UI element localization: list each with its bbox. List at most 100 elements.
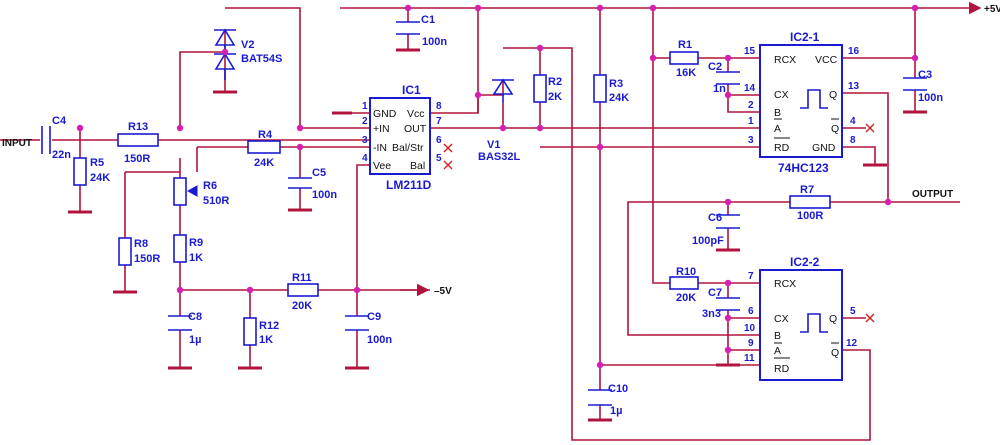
ic1-pin2-num: 2 [362,116,368,127]
ic2-2-labels: IC2-2 7 6 10 9 11 RCX CX B A RD 5 12 Q Q [744,255,858,375]
capacitor-c1 [396,21,420,35]
r11-value: 20K [292,300,312,312]
ic1-pin4-num: 4 [362,153,368,164]
net-vplus-label: +5V [984,4,1000,15]
capacitor-c3 [903,77,927,91]
c7-value: 3n3 [702,308,721,320]
r6-value: 510R [203,195,229,207]
c10-ref: C10 [608,383,628,395]
c5-ref: C5 [312,167,326,179]
r12-ref: R12 [259,320,279,332]
ic2-2-pin7-name: RCX [774,278,796,290]
wires [0,7,960,441]
resistor-r8 [118,237,132,266]
ic1-body [369,97,431,175]
c9-ref: C9 [367,311,381,323]
ic2-1-pin13-name: Q [829,89,837,101]
ic2-2-body [759,269,843,381]
net-output-label: OUTPUT [912,189,953,200]
r10-value: 20K [676,292,696,304]
ic2-1-pin16-name: VCC [815,54,838,66]
no-connect-marks [443,123,875,323]
resistor-r4 [247,140,281,154]
ic2-1-pin15-name: RCX [774,54,796,66]
ic2-2-pin6-name: CX [774,313,789,325]
ic1-pin1-num: 1 [362,101,368,112]
capacitor-c8 [168,315,192,331]
ic2-2-pin10-num: 10 [744,323,756,334]
resistors [73,51,831,346]
ic1-pin6-name: Bal/Str [392,142,424,154]
ground-symbols [68,48,927,422]
ic2-2-pin10-name: B [774,330,781,342]
ic1-pin7-name: OUT [404,123,427,135]
c6-value: 100pF [692,235,724,247]
ic2-1-pin14-num: 14 [744,83,756,94]
capacitor-c6 [716,214,740,229]
r1-ref: R1 [678,39,692,51]
c10-value: 1µ [610,405,622,417]
capacitor-c5 [288,177,312,189]
ic2-1-pin4-name: Q [831,123,839,135]
ic2-1-pin15-num: 15 [744,46,756,57]
capacitor-c9 [345,315,369,331]
pulse-symbol-2 [800,313,828,333]
r2-ref: R2 [548,76,562,88]
ic1-pin6-num: 6 [436,135,442,146]
ic2-2-pin9-name: A [774,345,781,357]
ic2-1-pin13-num: 13 [848,81,860,92]
r12-value: 1K [259,334,273,346]
ic2-2-ref: IC2-2 [790,255,820,269]
r3-ref: R3 [609,78,623,90]
resistor-r9 [173,234,187,263]
c1-value: 100n [422,36,447,48]
net-input-label: INPUT [2,138,32,149]
ic2-1-part: 74HC123 [778,161,829,175]
ic1-pin3-num: 3 [362,135,368,146]
capacitor-c10 [588,389,612,406]
ic2-2-pin5-name: Q [829,313,837,325]
ic1-ref: IC1 [402,83,421,97]
ic2-1-pin14-name: CX [774,89,789,101]
ic2-1-pin8-name: GND [812,142,836,154]
r1-value: 16K [676,67,696,79]
c8-value: 1µ [189,334,201,346]
ic1-pin7-num: 7 [436,116,442,127]
ic2-2-pin5-num: 5 [850,306,856,317]
c3-value: 100n [918,92,943,104]
c8-ref: C8 [188,311,202,323]
r2-value: 2K [548,91,562,103]
c2-ref: C2 [708,61,722,73]
c9-value: 100n [367,334,392,346]
pulse-symbol-1 [800,89,828,109]
r6-wiper-arrow [186,185,198,197]
ic2-1-pin2-num: 2 [748,100,754,111]
r4-value: 24K [254,157,274,169]
component-labels: C4 22n R13 150R R5 24K V2 BAT54S R4 24K … [52,14,943,417]
r11-ref: R11 [292,272,312,284]
r8-ref: R8 [134,238,148,250]
ic2-2-pin7-num: 7 [748,271,754,282]
r9-value: 1K [189,252,203,264]
ic2-1-pin1-num: 1 [748,116,754,127]
ic2-2-pin12-num: 12 [846,338,858,349]
c3-ref: C3 [918,69,932,81]
ic1-pin3-name: -IN [373,142,387,154]
r8-value: 150R [134,253,160,265]
resistor-r6 [173,177,187,206]
resistor-r5 [73,157,87,186]
ic2-1-labels: IC2-1 74HC123 15 14 2 1 3 RCX CX B A RD … [744,30,860,175]
v1-value: BAS32L [478,151,520,163]
r3-value: 24K [609,92,629,104]
ic2-1-pin3-name: RD [774,142,790,154]
net-vminus-label: –5V [434,286,452,297]
c5-value: 100n [312,189,337,201]
r13-value: 150R [124,153,150,165]
r9-ref: R9 [189,237,203,249]
ic1-pin5-name: Bal [410,160,425,172]
capacitor-c7 [716,297,740,311]
r5-value: 24K [90,172,110,184]
c4-ref: C4 [52,115,67,127]
resistor-r7 [789,195,831,209]
resistor-r12 [243,317,257,346]
